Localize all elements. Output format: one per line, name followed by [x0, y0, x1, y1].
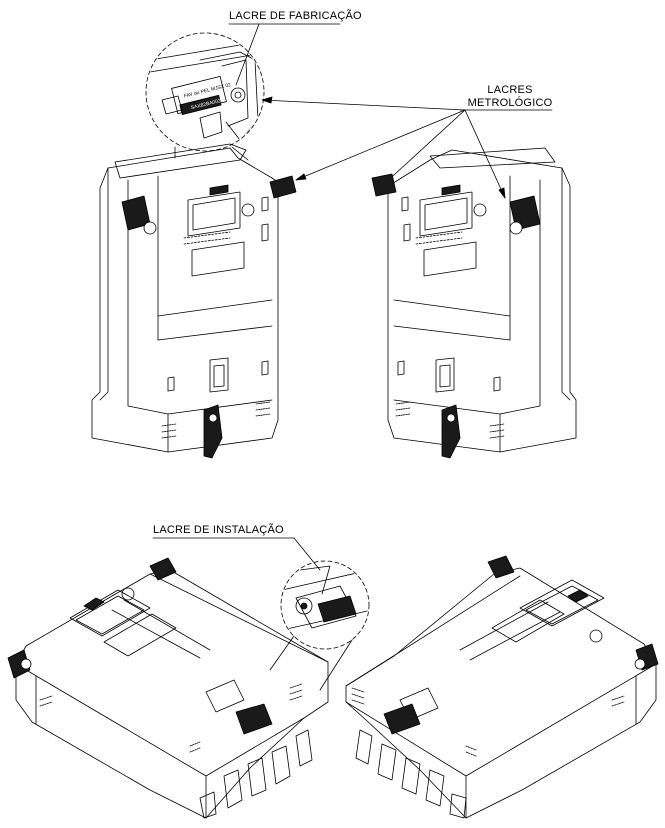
label-lacre-fabricacao: LACRE DE FABRICAÇÃO: [229, 10, 362, 22]
meter-front-right: [371, 147, 577, 459]
meter-lying-right: [345, 555, 659, 819]
label-lacres: LACRES: [487, 84, 533, 96]
meter-front-left: [91, 143, 297, 459]
label-lacre-instalacao: LACRE DE INSTALAÇÃO: [153, 524, 284, 536]
zoom-detail-instalacao: [269, 560, 370, 691]
label-metrologico: METROLÓGICO: [467, 97, 553, 109]
meter-lying-left: [7, 557, 329, 819]
zoom-detail-fabricacao: FAV ou PEL MJSX 02 SAX82BA002: [145, 32, 265, 161]
